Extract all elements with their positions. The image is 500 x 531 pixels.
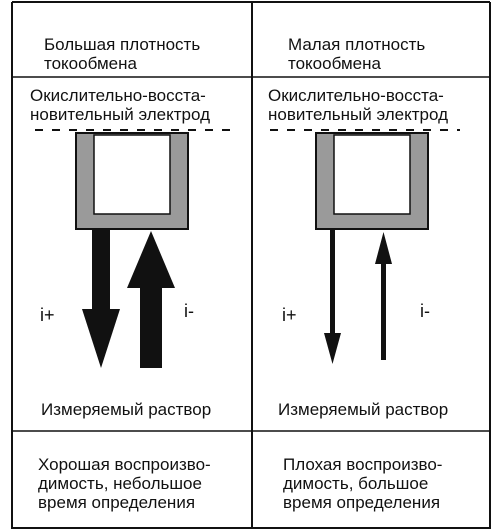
electrode-core-right [333, 134, 411, 215]
electrode-right [270, 129, 460, 230]
solution-label-right: Измеряемый раствор [278, 400, 449, 419]
electrode-label-right: Окислительно-восста- новительный электро… [268, 86, 449, 124]
header-right: Малая плотность токообмена [288, 35, 426, 73]
current-plus-left: i+ [40, 305, 55, 325]
table-grid [11, 1, 491, 529]
electrode-label-left: Окислительно-восста- новительный электро… [30, 86, 211, 124]
arrow-down-thick [82, 229, 120, 368]
current-plus-right: i+ [282, 305, 297, 325]
arrow-up-thick [127, 231, 175, 368]
electrode-core-left [93, 134, 171, 215]
result-right: Плохая воспроизво- димость, большое врем… [283, 455, 443, 512]
result-left: Хорошая воспроизво- димость, небольшое в… [38, 455, 211, 512]
electrode-left [35, 129, 234, 230]
arrow-down-thin [324, 230, 341, 364]
current-minus-right: i- [420, 301, 430, 321]
solution-label-left: Измеряемый раствор [41, 400, 212, 419]
arrow-up-thin [375, 232, 392, 360]
current-minus-left: i- [184, 301, 194, 321]
header-left: Большая плотность токообмена [44, 35, 201, 73]
